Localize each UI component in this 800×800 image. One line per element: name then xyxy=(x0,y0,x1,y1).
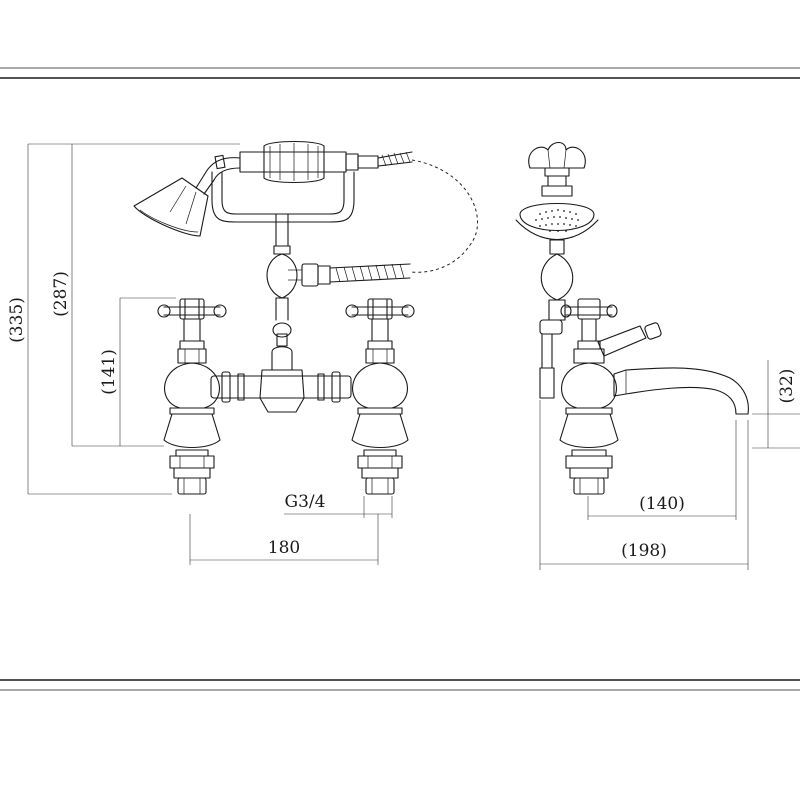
dim-centres: 180 xyxy=(268,538,300,558)
dim-spout-reach: (140) xyxy=(639,494,685,514)
side-spout xyxy=(613,367,749,415)
right-valve xyxy=(345,298,415,495)
side-dimensions xyxy=(539,360,800,570)
dim-handset-height: (287) xyxy=(51,271,71,317)
dim-thread: G3/4 xyxy=(285,492,326,512)
side-handset xyxy=(515,141,599,240)
frame-lines xyxy=(0,67,800,691)
bridge-pipe xyxy=(210,371,352,403)
center-spout xyxy=(259,322,305,413)
front-dimensions xyxy=(27,143,393,565)
dim-spout-height: (32) xyxy=(777,369,797,404)
shower-rose-holes xyxy=(535,209,579,232)
hoses xyxy=(329,151,478,283)
side-valve xyxy=(559,298,662,495)
front-view xyxy=(27,141,478,565)
side-column xyxy=(539,239,574,399)
handset xyxy=(133,141,379,237)
dim-overall-height: (335) xyxy=(7,297,27,343)
left-valve xyxy=(157,298,227,495)
dim-valve-height: (141) xyxy=(99,349,119,395)
dimension-labels: (335) (287) (141) G3/4 180 (32) (140) (1… xyxy=(7,271,797,561)
side-view xyxy=(515,141,800,570)
cradle-column xyxy=(211,171,355,321)
dim-overall-depth: (198) xyxy=(621,541,667,561)
